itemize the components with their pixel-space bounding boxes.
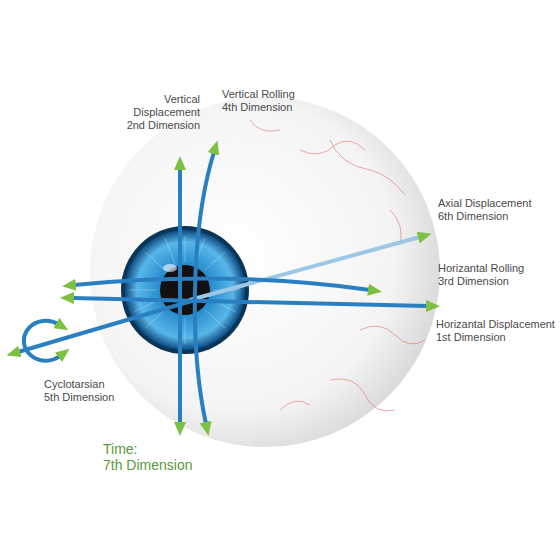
dimension-number: 4th Dimension bbox=[222, 101, 292, 114]
torsion-axis-arrow bbox=[18, 300, 195, 352]
highlight bbox=[163, 264, 177, 272]
axis-name: Vertical Rolling bbox=[222, 88, 295, 101]
dimension-number: 7th Dimension bbox=[103, 457, 193, 473]
horizontal-rolling-arrow bbox=[74, 279, 370, 290]
axis-name: Horizantal Rolling bbox=[438, 262, 524, 275]
dimension-number: 3rd Dimension bbox=[438, 275, 509, 288]
axial-arrow bbox=[190, 237, 420, 300]
axis-name: Vertical Displacement bbox=[122, 93, 200, 119]
veins bbox=[250, 120, 425, 411]
axis-name: Cyclotarsian bbox=[44, 378, 105, 391]
dimension-number: 5th Dimension bbox=[44, 391, 114, 404]
vertical-displacement-arrow bbox=[178, 168, 182, 424]
dimension-number: 2nd Dimension bbox=[127, 119, 200, 132]
axis-name: Axial Displacement bbox=[438, 197, 532, 210]
sclera bbox=[90, 97, 440, 447]
cyclotorsion-arrow bbox=[24, 321, 60, 361]
time-label: Time: bbox=[103, 441, 137, 457]
dimension-number: 6th Dimension bbox=[438, 210, 508, 223]
horizontal-displacement-arrow bbox=[72, 298, 428, 306]
dimension-number: 1st Dimension bbox=[436, 331, 506, 344]
axis-name: Horizantal Displacement bbox=[436, 318, 555, 331]
vertical-rolling-arrow bbox=[195, 152, 214, 424]
motion-arrows bbox=[18, 152, 428, 424]
